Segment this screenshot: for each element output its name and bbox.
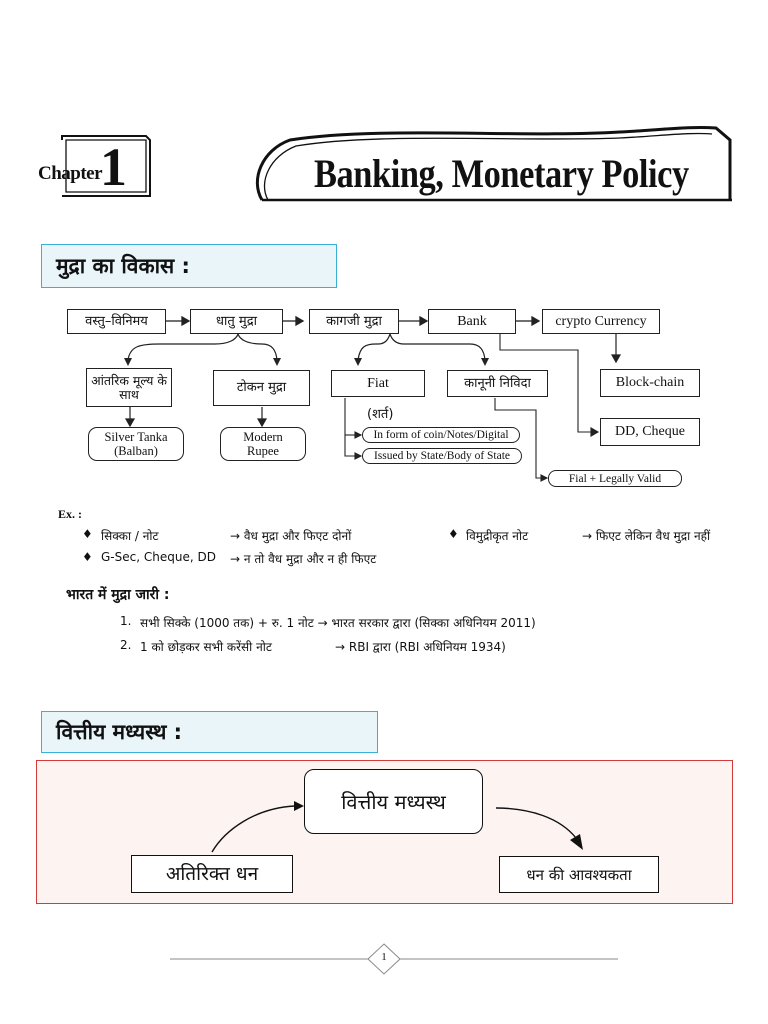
bullet-icon: ♦	[82, 550, 93, 564]
page-number: 1	[381, 951, 387, 963]
flow-box-crypto: crypto Currency	[542, 309, 660, 334]
example-result-3: → न तो वैध मुद्रा और न ही फिएट	[230, 552, 377, 566]
condition-label: (शर्त)	[367, 407, 394, 422]
flow-box-barter: वस्तु–विनिमय	[67, 309, 166, 334]
bullet-icon: ♦	[82, 527, 93, 541]
flow-box-bank: Bank	[428, 309, 516, 334]
section-heading-currency-evolution: मुद्रा का विकास :	[41, 244, 337, 288]
issuance-num-2: 2.	[120, 638, 132, 652]
issuance-heading: भारत में मुद्रा जारी :	[66, 587, 170, 603]
flow-box-blockchain: Block-chain	[600, 369, 700, 397]
bullet-icon: ♦	[448, 527, 459, 541]
condition-issuer: Issued by State/Body of State	[362, 448, 522, 464]
chapter-title: Banking, Monetary Policy	[314, 151, 689, 196]
fial-legally-valid: Fial + Legally Valid	[548, 470, 682, 487]
issuance-text-1: सभी सिक्के (1000 तक) + रु. 1 नोट → भारत …	[140, 616, 536, 630]
example-silver-tanka: Silver Tanka (Balban)	[88, 427, 184, 461]
left-box-surplus-funds: अतिरिक्त धन	[131, 855, 293, 893]
flow-box-dd-cheque: DD, Cheque	[600, 418, 700, 446]
right-box-need-of-funds: धन की आवश्यकता	[499, 856, 659, 893]
example-result-1: → वैध मुद्रा और फिएट दोनों	[230, 529, 352, 543]
flow-box-intrinsic-value: आंतरिक मूल्य के साथ	[86, 368, 172, 407]
center-box-financial-intermediary: वित्तीय मध्यस्थ	[304, 769, 483, 834]
example-result-2: → फिएट लेकिन वैध मुद्रा नहीं	[582, 529, 711, 543]
issuance-result-2: → RBI द्वारा (RBI अधिनियम 1934)	[335, 640, 506, 654]
chapter-number: 1	[100, 137, 127, 197]
flow-box-fiat: Fiat	[331, 370, 425, 397]
example-term-1: सिक्का / नोट	[101, 529, 159, 543]
example-term-3: G-Sec, Cheque, DD	[101, 550, 216, 564]
example-modern-rupee: Modern Rupee	[220, 427, 306, 461]
flow-box-legal-tender: कानूनी निविदा	[447, 370, 548, 397]
issuance-text-2: 1 को छोड़कर सभी करेंसी नोट	[140, 640, 272, 654]
example-term-2: विमुद्रीकृत नोट	[466, 529, 529, 543]
chapter-label: Chapter	[38, 163, 103, 184]
issuance-num-1: 1.	[120, 614, 132, 628]
section-heading-financial-intermediary: वित्तीय मध्यस्थ :	[41, 711, 378, 753]
flow-box-paper-money: कागजी मुद्रा	[309, 309, 399, 334]
flow-box-metal-money: धातु मुद्रा	[190, 309, 283, 334]
condition-form: In form of coin/Notes/Digital	[362, 427, 520, 443]
examples-label: Ex. :	[58, 507, 82, 521]
flow-box-token-money: टोकन मुद्रा	[213, 370, 310, 406]
